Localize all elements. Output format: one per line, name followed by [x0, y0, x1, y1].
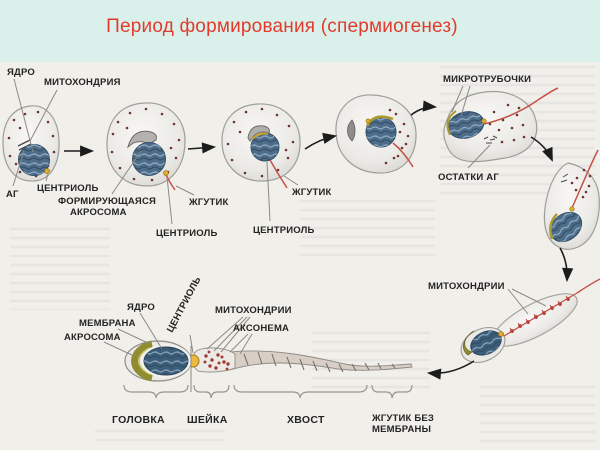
arrow-6-7 — [559, 247, 574, 283]
flagellum-stub — [165, 174, 176, 191]
label-golgi: АГ — [6, 189, 19, 200]
label-nucleus-1: ЯДРО — [7, 67, 35, 78]
tail-stripes — [243, 351, 396, 373]
cell-stage-6 — [543, 149, 600, 250]
label-forming-acrosome-1: ФОРМИРУЮЩАЯСЯ — [58, 196, 156, 207]
label-mitochondrion: МИТОХОНДРИЯ — [44, 77, 121, 88]
label-membrane: МЕМБРАНА — [79, 318, 136, 329]
cell-stage-4 — [335, 94, 417, 174]
stipple-dots — [226, 107, 295, 178]
nucleus-texture — [144, 347, 188, 375]
arrow-7-final — [426, 360, 475, 380]
mature-spermatozoon — [124, 340, 413, 382]
label-mitochondria-sperm: МИТОХОНДРИИ — [215, 305, 292, 316]
acrosome-rim — [549, 213, 558, 240]
title-banner: Период формирования (спермиогенез) — [0, 0, 600, 62]
acrosome-rim — [365, 115, 394, 127]
acrosome-rim — [446, 110, 457, 136]
midpiece-mitochondria — [203, 350, 230, 371]
label-forming-acrosome-2: АКРОСОМА — [70, 207, 127, 218]
region-braces — [123, 384, 413, 399]
label-flagellum-3: ЖГУТИК — [291, 187, 332, 198]
label-golgi-remnants: ОСТАТКИ АГ — [438, 172, 499, 183]
brace-tail — [233, 384, 368, 399]
label-mitochondria-spermatid: МИТОХОНДРИИ — [428, 281, 505, 292]
mitochondria-beads — [509, 295, 570, 334]
centriole-dot — [365, 118, 371, 124]
arrow-4-5 — [410, 100, 438, 116]
label-centriole-sperm: ЦЕНТРИОЛЬ — [165, 275, 204, 335]
centriole-dot — [569, 206, 575, 212]
stage-arrows — [64, 100, 574, 380]
cell-stage-7 — [460, 278, 600, 364]
arrow-2-3 — [187, 142, 217, 154]
acrosome-cap — [247, 125, 270, 142]
arrow-5-6 — [530, 136, 553, 162]
acrosome-crescent — [463, 330, 475, 356]
acrosome-rim — [251, 132, 269, 140]
flagellum — [483, 87, 559, 125]
flagellum-stub — [269, 159, 288, 189]
label-flagellum-2: ЖГУТИК — [188, 197, 229, 208]
nucleus-texture — [132, 142, 166, 176]
golgi-remnant-speckles — [483, 135, 498, 144]
label-axoneme: АКСОНЕМА — [233, 323, 289, 334]
nucleus-texture — [251, 133, 279, 161]
label-microtubules: МИКРОТРУБОЧКИ — [443, 74, 531, 85]
brace-neck — [193, 384, 230, 399]
cell-stage-5 — [443, 87, 559, 163]
acrosome — [131, 340, 153, 382]
label-region-naked-flagellum-1: ЖГУТИК БЕЗ — [371, 413, 434, 424]
label-centriole-2: ЦЕНТРИОЛЬ — [156, 228, 218, 239]
subacrosomal-gap — [141, 344, 191, 378]
flagellum — [392, 142, 414, 168]
arrow-3-4 — [304, 132, 338, 150]
stipple-dots — [570, 168, 592, 199]
golgi-remnant-speckles — [560, 173, 569, 183]
label-region-naked-flagellum-2: МЕМБРАНЫ — [372, 424, 431, 435]
label-acrosome-sperm: АКРОСОМА — [64, 332, 121, 343]
centriole-dot — [498, 331, 504, 337]
flagellum — [576, 278, 600, 294]
label-region-neck: ШЕЙКА — [187, 413, 228, 426]
centriole-dot — [163, 170, 169, 176]
stipple-dots — [7, 110, 56, 178]
brace-head — [123, 384, 189, 399]
golgi-crescent — [347, 119, 356, 142]
nucleus-texture — [18, 144, 50, 176]
axoneme — [503, 292, 578, 337]
label-region-tail: ХВОСТ — [287, 414, 325, 426]
label-centriole-1: ЦЕНТРИОЛЬ — [37, 183, 99, 194]
cell-stage-3 — [221, 103, 301, 189]
stipple-dots — [384, 108, 410, 165]
acrosome-highlight — [138, 347, 151, 375]
brace-naked-flagellum — [371, 384, 413, 399]
cell-stage-2 — [106, 102, 186, 191]
centriole-dot — [44, 168, 50, 174]
flagellum — [571, 149, 599, 209]
nucleus-texture — [470, 330, 502, 356]
label-region-head: ГОЛОВКА — [112, 414, 165, 426]
centriole-dot — [481, 118, 487, 124]
tail — [229, 350, 413, 371]
slide-title: Период формирования (спермиогенез) — [106, 16, 458, 37]
label-centriole-3: ЦЕНТРИОЛЬ — [253, 225, 315, 236]
label-nucleus-sperm: ЯДРО — [127, 302, 155, 313]
nucleus-texture — [550, 212, 582, 242]
nucleus-texture — [448, 111, 484, 139]
leader-lines — [12, 78, 547, 392]
nucleus-texture — [366, 117, 396, 147]
